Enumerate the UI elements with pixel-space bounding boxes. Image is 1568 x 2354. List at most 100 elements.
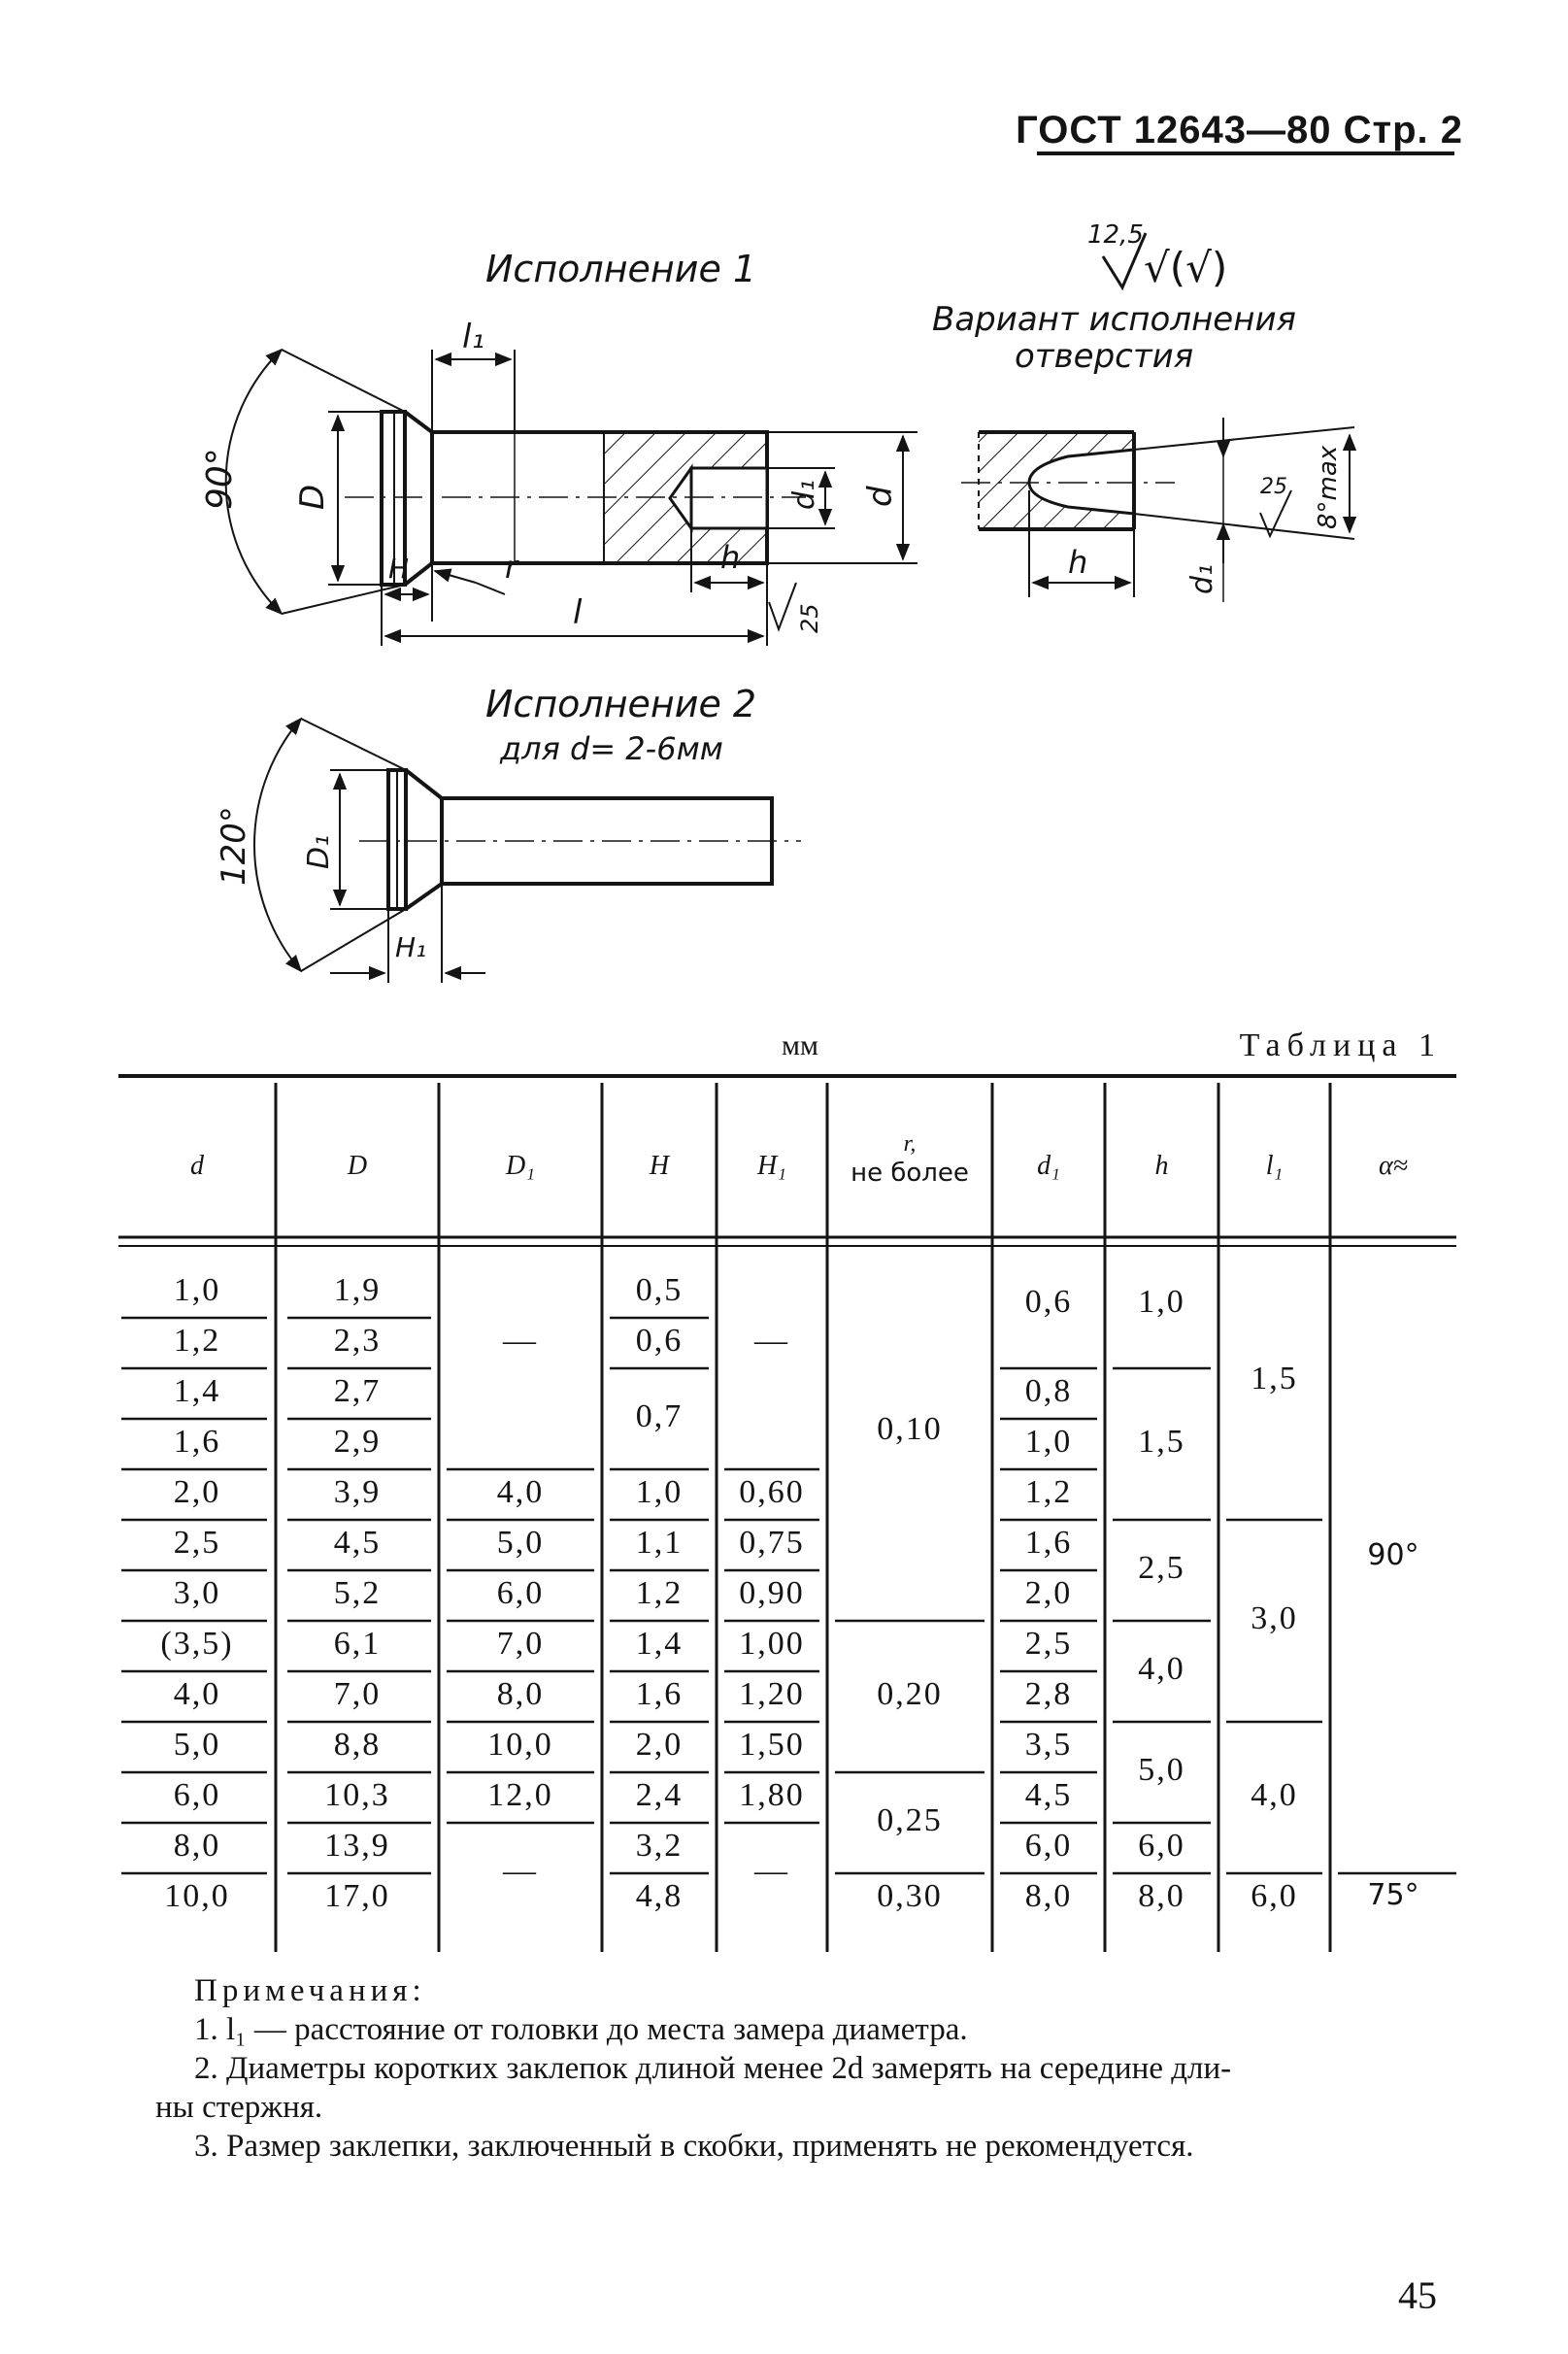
table-cell: 5,0	[173, 1727, 221, 1763]
table-cell: 3,0	[1251, 1600, 1298, 1636]
col-header-H1: H₁	[757, 1151, 786, 1181]
hole-variant-drawing	[961, 418, 1357, 602]
note-1: 1. l₁ — расстояние от головки до места з…	[194, 2012, 968, 2047]
table-cell: 1,4	[635, 1626, 684, 1662]
table-cell: 2,5	[1024, 1626, 1073, 1662]
label-H1: H₁	[395, 931, 426, 963]
table-cell: —	[754, 1853, 789, 1889]
table-cell: 4,0	[1251, 1777, 1298, 1813]
table-cell: 8,0	[1024, 1878, 1073, 1914]
table-cell: 3,5	[1024, 1727, 1073, 1763]
col-header-h: h	[1154, 1151, 1169, 1181]
label-D1: D₁	[302, 835, 336, 869]
table-cell: 2,4	[635, 1777, 684, 1813]
table-cell: 0,10	[877, 1411, 943, 1447]
note-2: 2. Диаметры коротких заклепок длиной мен…	[194, 2051, 1232, 2086]
table-cell: 2,0	[635, 1727, 684, 1763]
table-cell: 0,25	[877, 1802, 943, 1838]
label-D: D	[293, 485, 332, 510]
table-cell: 90°	[1367, 1538, 1419, 1572]
label-h: h	[720, 539, 740, 576]
table-cell: 6,0	[173, 1777, 221, 1813]
table-cell: 4,0	[496, 1474, 545, 1510]
table-cell: 2,5	[1138, 1550, 1185, 1586]
table-cell: 1,5	[1138, 1424, 1185, 1460]
technical-drawing: Исполнение 1 12,5 √(√) Вариант исполнени…	[200, 220, 1357, 983]
table-cell: 1,0	[1138, 1284, 1185, 1320]
table-cell: 6,1	[333, 1626, 382, 1662]
table-cell: 1,2	[173, 1323, 221, 1359]
rivet-variant2-drawing	[253, 717, 801, 983]
table-cell: —	[503, 1323, 538, 1359]
table-cell: 5,2	[333, 1575, 382, 1611]
label-d1: d₁	[787, 480, 821, 510]
note-3: 3. Размер заклепки, заключенный в скобки…	[194, 2129, 1194, 2164]
table-cell: 1,5	[1251, 1361, 1298, 1396]
label-surface-25-variant: 25	[1260, 475, 1287, 499]
roughness-value: 12,5	[1087, 220, 1144, 250]
table-cell: 7,0	[496, 1626, 545, 1662]
table-cell: 7,0	[333, 1676, 382, 1712]
col-header-D1: D₁	[506, 1151, 535, 1181]
table-cell: 0,75	[739, 1525, 805, 1561]
label-l1: l₁	[462, 318, 484, 356]
table-title: Таблица 1	[1239, 1027, 1442, 1063]
variant2-caption: Исполнение 2	[485, 683, 756, 725]
table-cell: 0,20	[877, 1676, 943, 1712]
table-cell: 8,8	[333, 1727, 382, 1763]
table-cell: 2,7	[333, 1373, 382, 1409]
label-h-variant: h	[1068, 544, 1087, 581]
table-cell: 4,0	[1138, 1651, 1185, 1687]
angle-120-label: 120°	[215, 806, 253, 886]
table-cell: 8,0	[173, 1828, 221, 1864]
hole-variant-caption-2: отверстия	[1015, 337, 1193, 376]
roughness-symbol: √(√)	[1144, 244, 1227, 291]
table-cell: 0,30	[877, 1878, 943, 1914]
label-surface-25: 25	[796, 603, 823, 633]
table-cell: 0,90	[739, 1575, 805, 1611]
note-2-continuation: ны стержня.	[155, 2090, 323, 2125]
table-cell: 4,5	[1024, 1777, 1073, 1813]
angle-90-label: 90°	[200, 448, 240, 510]
table-cell: 2,3	[333, 1323, 382, 1359]
col-header-d1: d₁	[1037, 1151, 1060, 1181]
table-cell: 5,0	[1138, 1752, 1185, 1788]
table-cell: 6,0	[1024, 1828, 1073, 1864]
table-cell: 0,5	[635, 1272, 684, 1308]
table-cell: 1,0	[173, 1272, 221, 1308]
table-cell: 75°	[1367, 1878, 1419, 1912]
table-unit: мм	[782, 1029, 818, 1061]
table-cell: 6,0	[1251, 1878, 1298, 1914]
table-cell: 1,20	[739, 1676, 805, 1712]
table-cell: —	[754, 1323, 789, 1359]
table-cell: 1,80	[739, 1777, 805, 1813]
page-reference: Стр. 2	[1343, 109, 1463, 151]
table-cell: 3,2	[635, 1828, 684, 1864]
col-header-alpha: α≈	[1378, 1151, 1409, 1181]
table-cell: 4,5	[333, 1525, 382, 1561]
col-header-H: H	[649, 1151, 670, 1181]
table-cell: —	[503, 1853, 538, 1889]
table-cell: 4,0	[173, 1676, 221, 1712]
table-cell: 4,8	[635, 1878, 684, 1914]
table-cell: 1,2	[635, 1575, 684, 1611]
table-cell: 0,60	[739, 1474, 805, 1510]
table-cell: 2,8	[1024, 1676, 1073, 1712]
col-header-r-note: не более	[851, 1159, 969, 1188]
table-cell: 1,0	[1024, 1424, 1073, 1460]
table-cell: 1,6	[635, 1676, 684, 1712]
table-cell: 6,0	[1138, 1828, 1185, 1864]
table-cell: 10,3	[324, 1777, 390, 1813]
variant1-caption: Исполнение 1	[485, 248, 756, 290]
table-cell: 2,0	[173, 1474, 221, 1510]
table-cell: 1,00	[739, 1626, 805, 1662]
table-cell: 8,0	[496, 1676, 545, 1712]
table-cell: 13,9	[324, 1828, 390, 1864]
table-cell: 2,9	[333, 1424, 382, 1460]
col-header-d: d	[190, 1151, 204, 1181]
table-cell: 3,0	[173, 1575, 221, 1611]
table-cell: 5,0	[496, 1525, 545, 1561]
table-cell: 10,0	[487, 1727, 553, 1763]
header-rule	[1037, 151, 1454, 155]
table-cell: (3,5)	[160, 1626, 234, 1662]
